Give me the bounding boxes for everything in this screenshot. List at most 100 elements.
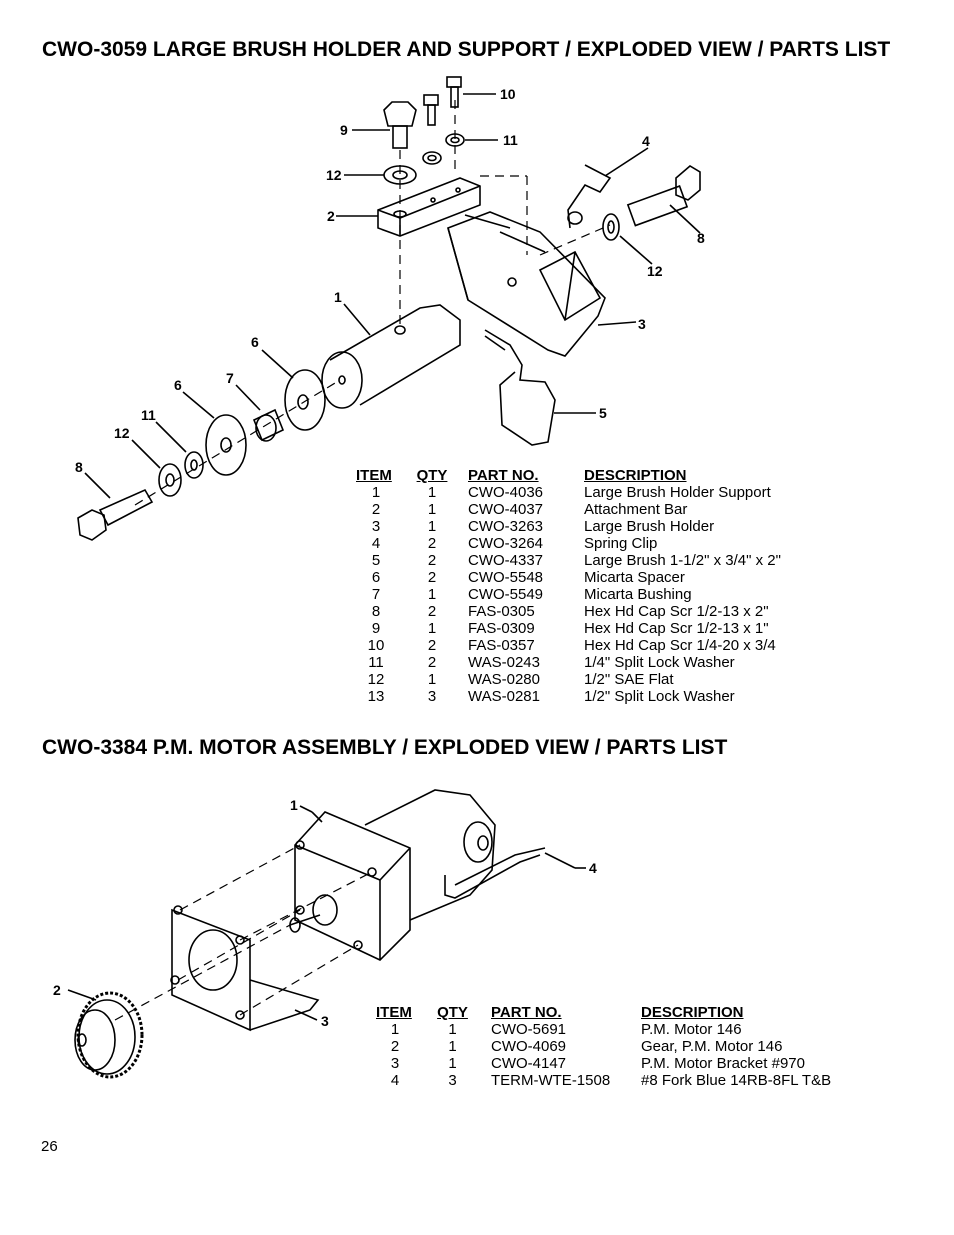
- callout-6: 6: [251, 334, 259, 350]
- callout-8: 8: [697, 230, 705, 246]
- col-qty: QTY: [416, 467, 448, 484]
- callout-11b: 11: [141, 407, 156, 423]
- cell-qty: 1: [448, 1055, 457, 1072]
- cell-qty: 1: [427, 484, 437, 501]
- callout-12c: 12: [114, 425, 130, 441]
- cell-description: Micarta Bushing: [584, 586, 692, 603]
- cell-item: 2: [371, 501, 381, 518]
- cell-qty: 1: [427, 671, 437, 688]
- callout-10: 10: [500, 86, 516, 102]
- cell-item: 12: [367, 671, 385, 688]
- cell-part-no: CWO-4037: [468, 501, 544, 518]
- cell-qty: 1: [448, 1021, 457, 1038]
- cell-item: 4: [390, 1072, 400, 1089]
- callout-9: 9: [340, 122, 348, 138]
- cell-item: 6: [371, 569, 381, 586]
- col-part-no: PART NO.: [491, 1004, 562, 1021]
- cell-qty: 2: [427, 654, 437, 671]
- callout-4: 4: [642, 133, 650, 149]
- col-item: ITEM: [376, 1004, 412, 1021]
- cell-description: P.M. Motor Bracket #970: [641, 1055, 805, 1072]
- col-description: DESCRIPTION: [584, 467, 687, 484]
- cell-part-no: CWO-3263: [468, 518, 544, 535]
- section2-title: CWO-3384 P.M. MOTOR ASSEMBLY / EXPLODED …: [42, 736, 728, 759]
- table-row: 1 1 CWO-5691 P.M. Motor 146: [376, 1021, 831, 1038]
- cell-description: 1/4" Split Lock Washer: [584, 654, 735, 671]
- cell-item: 3: [371, 518, 381, 535]
- callout-3: 3: [638, 316, 646, 332]
- cell-part-no: FAS-0309: [468, 620, 535, 637]
- table-row: 3 1 CWO-4147 P.M. Motor Bracket #970: [376, 1055, 831, 1072]
- section1-title: CWO-3059 LARGE BRUSH HOLDER AND SUPPORT …: [42, 38, 891, 61]
- cell-qty: 1: [427, 501, 437, 518]
- cell-item: 8: [371, 603, 381, 620]
- table-header-row: ITEM QTY PART NO. DESCRIPTION: [356, 467, 781, 484]
- callout-1: 1: [334, 289, 342, 305]
- cell-description: Hex Hd Cap Scr 1/2-13 x 1": [584, 620, 769, 637]
- callout-8b: 8: [75, 459, 83, 475]
- cell-description: 1/2" SAE Flat: [584, 671, 674, 688]
- callout-12: 12: [326, 167, 342, 183]
- callout-5: 5: [599, 405, 607, 421]
- callout-m1: 1: [290, 797, 298, 813]
- callout-6b: 6: [174, 377, 182, 393]
- cell-part-no: FAS-0357: [468, 637, 535, 654]
- cell-part-no: CWO-4069: [491, 1038, 567, 1055]
- table-row: 12 1 WAS-0280 1/2" SAE Flat: [356, 671, 781, 688]
- table-row: 6 2 CWO-5548 Micarta Spacer: [356, 569, 781, 586]
- cell-description: Micarta Spacer: [584, 569, 685, 586]
- cell-description: Large Brush Holder: [584, 518, 715, 535]
- cell-qty: 3: [448, 1072, 457, 1089]
- cell-part-no: CWO-5691: [491, 1021, 567, 1038]
- cell-item: 1: [390, 1021, 400, 1038]
- cell-qty: 3: [427, 688, 437, 705]
- cell-item: 3: [390, 1055, 400, 1072]
- cell-part-no: CWO-4337: [468, 552, 544, 569]
- col-description: DESCRIPTION: [641, 1004, 744, 1021]
- cell-item: 5: [371, 552, 381, 569]
- cell-part-no: WAS-0280: [468, 671, 540, 688]
- callout-2: 2: [327, 208, 335, 224]
- cell-description: Gear, P.M. Motor 146: [641, 1038, 783, 1055]
- cell-item: 10: [367, 637, 385, 654]
- cell-part-no: CWO-3264: [468, 535, 544, 552]
- cell-qty: 2: [427, 603, 437, 620]
- cell-part-no: WAS-0281: [468, 688, 540, 705]
- cell-qty: 1: [427, 586, 437, 603]
- motor-parts-table: ITEM QTY PART NO. DESCRIPTION 1 1 CWO-5691…: [376, 1004, 831, 1089]
- col-part-no: PART NO.: [468, 467, 539, 484]
- callout-m2: 2: [53, 982, 61, 998]
- cell-part-no: FAS-0305: [468, 603, 535, 620]
- col-item: ITEM: [356, 467, 392, 484]
- table-row: 5 2 CWO-4337 Large Brush 1-1/2" x 3/4" x 2": [356, 552, 781, 569]
- cell-item: 13: [367, 688, 385, 705]
- table-header-row: ITEM QTY PART NO. DESCRIPTION: [376, 1004, 831, 1021]
- cell-part-no: CWO-4147: [491, 1055, 567, 1072]
- cell-item: 4: [371, 535, 381, 552]
- cell-qty: 2: [427, 552, 437, 569]
- cell-qty: 2: [427, 569, 437, 586]
- cell-qty: 2: [427, 535, 437, 552]
- cell-description: Hex Hd Cap Scr 1/4-20 x 3/4: [584, 637, 776, 654]
- cell-item: 1: [371, 484, 381, 501]
- callout-m3: 3: [321, 1013, 329, 1029]
- cell-description: P.M. Motor 146: [641, 1021, 742, 1038]
- page-number: 26: [41, 1138, 58, 1155]
- cell-description: Large Brush 1-1/2" x 3/4" x 2": [584, 552, 781, 569]
- callout-7: 7: [226, 370, 234, 386]
- callout-11: 11: [503, 132, 518, 148]
- cell-qty: 1: [427, 620, 437, 637]
- cell-part-no: CWO-5548: [468, 569, 544, 586]
- cell-part-no: WAS-0243: [468, 654, 540, 671]
